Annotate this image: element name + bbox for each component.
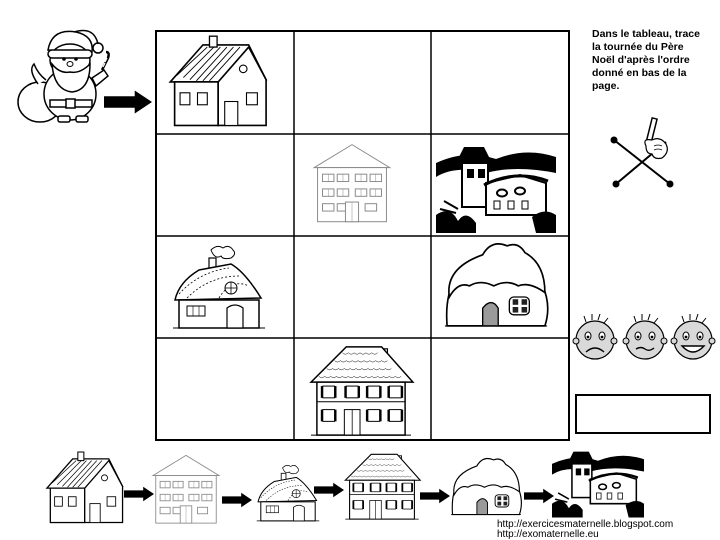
house-igloo-icon [440,237,552,337]
house-cottage-icon [254,460,322,526]
start-arrow-icon [104,90,152,114]
house-grey-apartment-icon [150,452,222,528]
house-grey-apartment-icon [311,139,393,229]
grid-cell-r3-c3[interactable] [432,237,568,337]
grid-cell-r4-c3[interactable] [432,339,568,439]
house-manor-icon [342,450,422,522]
house-haunted-icon [552,448,644,518]
evaluation-faces [572,314,718,364]
sequence-arrow-icon [314,482,344,498]
grid-cell-r2-c2[interactable] [295,135,430,235]
house-cottage-icon [169,241,269,333]
grid-cell-r4-c2[interactable] [295,339,430,439]
neutral-face-icon[interactable] [622,314,668,362]
instruction-line-5: page. [592,80,620,92]
house-haunted-icon [436,143,556,233]
instruction-line-3: Noël d'après l'ordre [592,54,690,66]
grid-cell-r2-c3[interactable] [432,135,568,235]
santa-claus-icon [14,24,114,124]
footer-link-exomaternelle[interactable]: http://exomaternelle.eu [497,529,599,540]
happy-face-icon[interactable] [670,314,716,362]
instruction-text: Dans le tableau, trace la tournée du Pèr… [592,28,716,93]
sequence-arrow-icon [222,492,252,508]
house-gabled-icon [161,34,271,132]
instruction-line-2: la tournée du Père [592,41,684,53]
sequence-arrow-icon [420,488,450,504]
route-grid [155,30,570,441]
answer-box[interactable] [575,394,711,434]
instruction-line-4: donné en bas de la [592,67,687,79]
house-igloo-icon [448,452,524,524]
instruction-line-1: Dans le tableau, trace [592,28,700,40]
sequence-arrow-icon [524,488,554,504]
grid-cell-r1-c3[interactable] [432,32,568,133]
house-gabled-icon [40,450,126,528]
house-manor-icon [303,341,419,439]
grid-cell-r3-c1[interactable] [157,237,293,337]
grid-cell-r1-c1[interactable] [157,32,293,133]
grid-cell-r4-c1[interactable] [157,339,293,439]
grid-cell-r1-c2[interactable] [295,32,430,133]
grid-cell-r2-c1[interactable] [157,135,293,235]
footer-link-blogspot[interactable]: http://exercicesmaternelle.blogspot.com [497,519,674,530]
pencil-trace-icon [606,116,686,192]
grid-cell-r3-c2[interactable] [295,237,430,337]
sad-face-icon[interactable] [572,314,618,362]
